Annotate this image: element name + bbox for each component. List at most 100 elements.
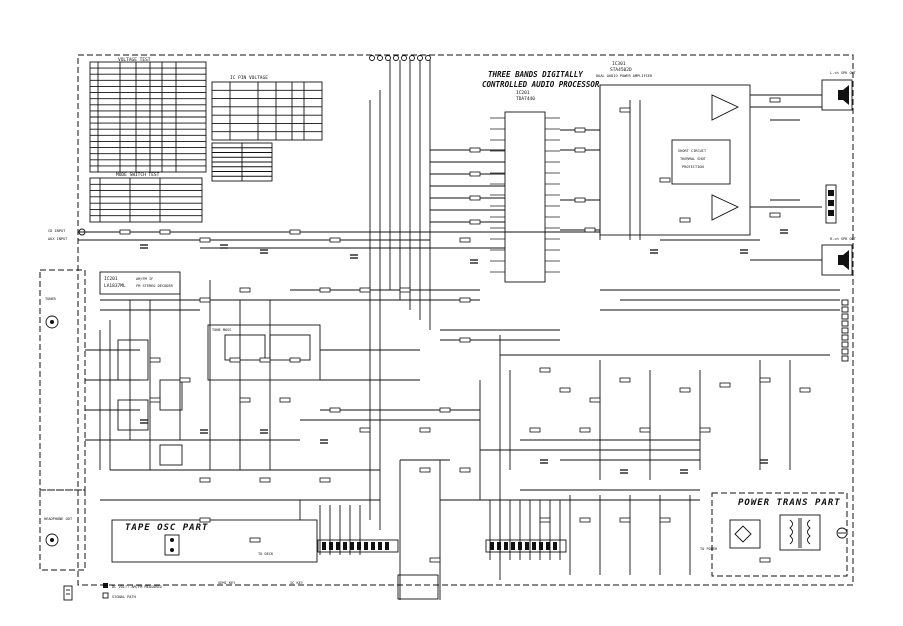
power-trans-title: POWER TRANS PART bbox=[738, 498, 841, 508]
connector-terminal bbox=[417, 55, 423, 61]
speaker-terminal-block bbox=[825, 184, 837, 224]
connector-pin bbox=[532, 542, 536, 550]
connector-pin bbox=[329, 542, 333, 550]
connector-pin bbox=[322, 542, 326, 550]
connector-pin bbox=[343, 542, 347, 550]
resistor bbox=[439, 407, 451, 413]
circuit-block bbox=[159, 444, 183, 466]
resistor bbox=[619, 377, 631, 383]
tuner-ic-part: LA1837ML bbox=[104, 283, 126, 289]
processor-ref: IC201 bbox=[516, 90, 530, 96]
processor-title-1: THREE BANDS DIGITALLY bbox=[488, 70, 583, 79]
connector-pin bbox=[350, 542, 354, 550]
connector-pin bbox=[841, 320, 849, 327]
circuit-block bbox=[269, 334, 311, 361]
resistor bbox=[149, 397, 161, 403]
protect-line2: THERMAL SHUT bbox=[680, 157, 707, 161]
resistor bbox=[579, 517, 591, 523]
to-power-label: TO POWER bbox=[700, 547, 718, 551]
resistor bbox=[459, 237, 471, 243]
headphone-jack-icon bbox=[45, 533, 59, 547]
resistor bbox=[179, 377, 191, 383]
circuit-block bbox=[117, 399, 149, 431]
connector-pin bbox=[539, 542, 543, 550]
resistor bbox=[459, 297, 471, 303]
resistor bbox=[289, 229, 301, 235]
mode-switch-title: MODE SWITCH TEST bbox=[116, 172, 160, 178]
power-bridge bbox=[729, 519, 761, 549]
resistor bbox=[619, 517, 631, 523]
connector-pin bbox=[841, 348, 849, 355]
resistor bbox=[679, 387, 691, 393]
connector-terminal bbox=[409, 55, 415, 61]
resistor bbox=[799, 387, 811, 393]
resistor bbox=[574, 197, 586, 203]
resistor bbox=[574, 127, 586, 133]
resistor bbox=[539, 367, 551, 373]
connector-pin bbox=[357, 542, 361, 550]
resistor bbox=[419, 467, 431, 473]
resistor bbox=[199, 477, 211, 483]
headphone-frame bbox=[39, 489, 86, 571]
resistor bbox=[359, 287, 371, 293]
connector-pin bbox=[511, 542, 515, 550]
connector-pin bbox=[841, 299, 849, 306]
tuner-ic-desc2: FM STEREO DECODER bbox=[136, 284, 174, 288]
resistor bbox=[419, 427, 431, 433]
connector-pin bbox=[841, 313, 849, 320]
resistor bbox=[259, 357, 271, 363]
resistor bbox=[239, 287, 251, 293]
resistor bbox=[579, 427, 591, 433]
resistor bbox=[769, 97, 781, 103]
connector-pin bbox=[841, 341, 849, 348]
amp-part: STA4502D bbox=[610, 67, 632, 73]
footer-parts-header-1: SEMI KEY bbox=[218, 581, 236, 585]
connector-terminal bbox=[369, 55, 375, 61]
bottom-connectors bbox=[317, 55, 567, 600]
amp-left-triangle bbox=[711, 94, 740, 121]
voltage-table: VOLTAGE TEST bbox=[89, 57, 207, 173]
circuit-block bbox=[224, 334, 266, 361]
connector-pin bbox=[525, 542, 529, 550]
ic-table-title: IC PIN VOLTAGE bbox=[230, 75, 268, 81]
resistor bbox=[199, 297, 211, 303]
resistor bbox=[584, 227, 596, 233]
connector bbox=[485, 539, 567, 553]
resistor bbox=[529, 427, 541, 433]
resistor bbox=[459, 337, 471, 343]
voltage-table-title: VOLTAGE TEST bbox=[118, 57, 151, 63]
ac-plug-icon bbox=[836, 527, 848, 539]
footer-note-1: DC VOLT: AM/FM MEASURED bbox=[112, 585, 162, 589]
connector-pin bbox=[378, 542, 382, 550]
footer-note-2: SIGNAL PATH bbox=[112, 595, 136, 599]
resistor bbox=[459, 467, 471, 473]
speaker-icon bbox=[838, 250, 849, 270]
circuit-block bbox=[117, 339, 149, 381]
resistor bbox=[469, 219, 481, 225]
tape-osc-frame bbox=[111, 519, 318, 563]
resistor bbox=[769, 212, 781, 218]
connector-pin bbox=[841, 327, 849, 334]
resistor bbox=[539, 517, 551, 523]
transformer-icon bbox=[779, 514, 821, 551]
mode-table bbox=[211, 142, 273, 182]
resistor bbox=[469, 147, 481, 153]
processor-part: TDA7440 bbox=[516, 96, 535, 102]
connector-terminal bbox=[425, 55, 431, 61]
connector-terminal bbox=[401, 55, 407, 61]
connector-pin bbox=[841, 355, 849, 362]
tone-block-label: TONE MOSS bbox=[212, 328, 231, 332]
amp-ref: IC301 bbox=[612, 61, 626, 67]
resistor bbox=[659, 177, 671, 183]
tuner-ic-ref: IC201 bbox=[104, 276, 118, 282]
tuner-ic: IC201 LA1837ML AM/FM IF FM STEREO DECODE… bbox=[99, 271, 181, 295]
ground-icon bbox=[63, 585, 73, 601]
resistor bbox=[429, 557, 441, 563]
connector-pin bbox=[336, 542, 340, 550]
resistor bbox=[719, 382, 731, 388]
resistor bbox=[679, 217, 691, 223]
right-connector-strip bbox=[841, 299, 849, 362]
connector-terminal bbox=[385, 55, 391, 61]
resistor bbox=[149, 357, 161, 363]
